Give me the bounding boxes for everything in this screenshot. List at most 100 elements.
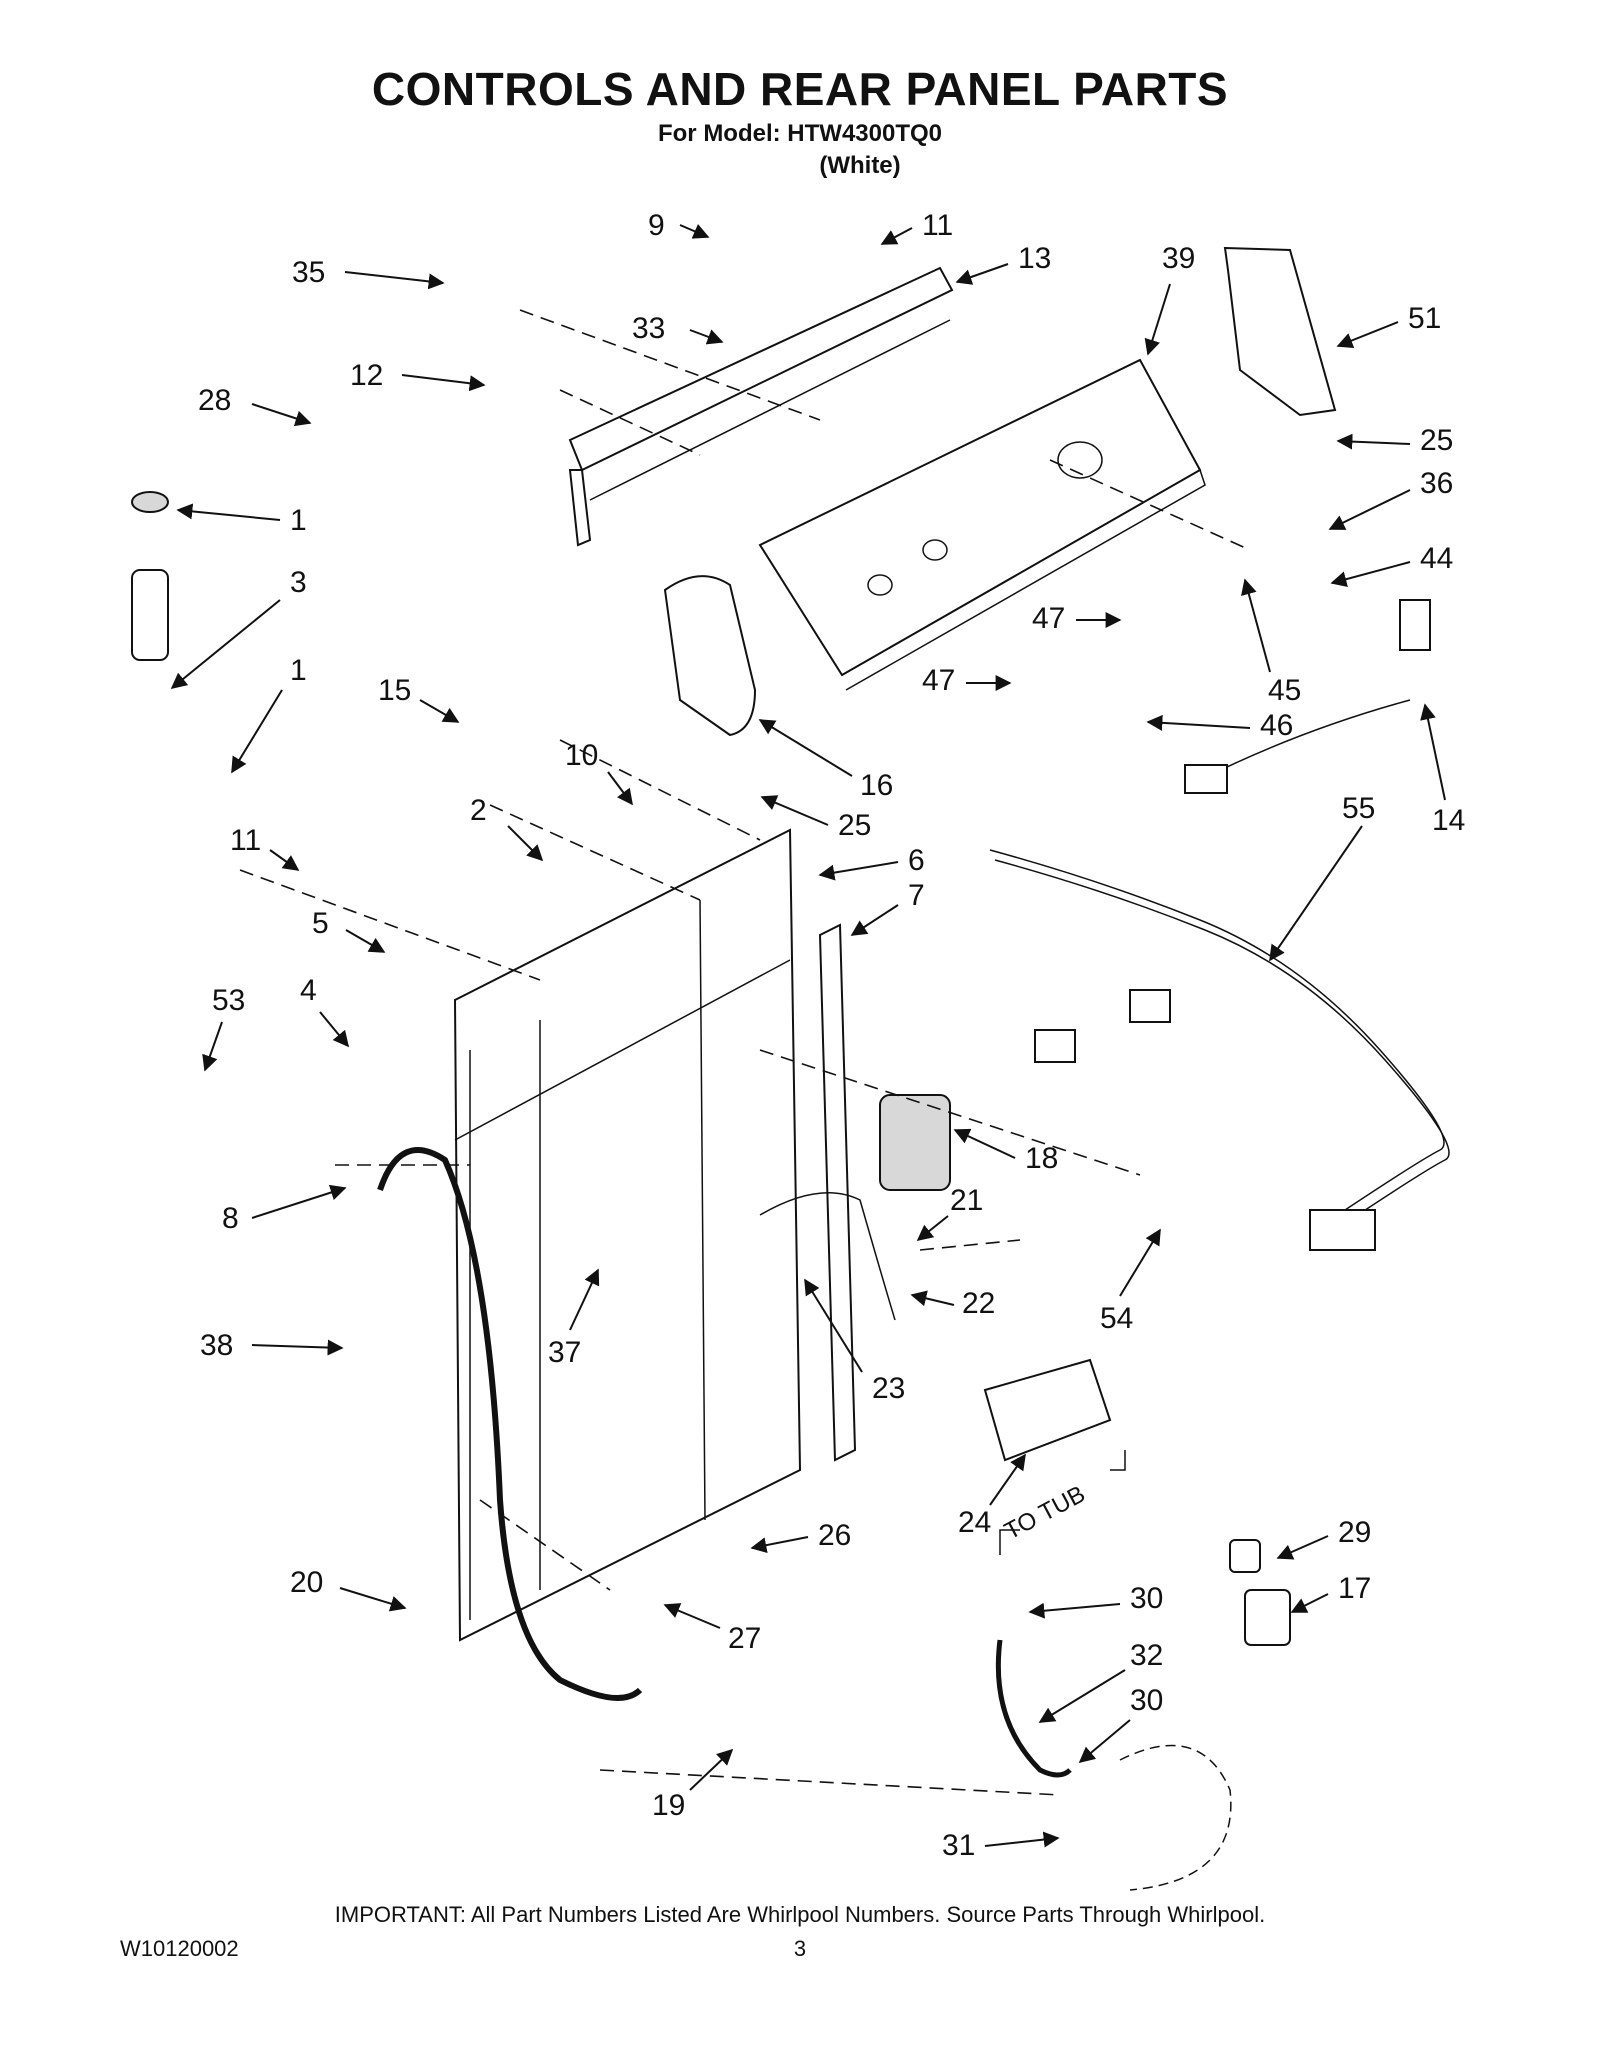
svg-text:9: 9	[648, 209, 665, 242]
water-valve-18	[759, 1094, 951, 1321]
svg-text:10: 10	[565, 739, 598, 772]
svg-text:TO TUB: TO TUB	[1000, 1481, 1090, 1546]
svg-text:45: 45	[1268, 674, 1301, 707]
color-line: (White)	[819, 152, 901, 179]
callout-55: 55	[1269, 792, 1375, 962]
air-dome-24	[983, 1358, 1112, 1462]
svg-text:51: 51	[1408, 302, 1441, 335]
svg-text:47: 47	[922, 664, 955, 697]
end-cap-51	[1223, 246, 1337, 417]
callout-53: 53	[202, 984, 245, 1072]
callout-27: 27	[663, 1603, 761, 1655]
callout-8: 8	[222, 1184, 347, 1235]
callout-28: 28	[198, 384, 312, 427]
callout-30a: 30	[1028, 1582, 1163, 1619]
svg-text:18: 18	[1025, 1142, 1058, 1175]
callout-20: 20	[290, 1566, 407, 1612]
callout-4: 4	[300, 974, 350, 1048]
console-end-cap-16	[663, 575, 757, 737]
page-title: CONTROLS AND REAR PANEL PARTS	[371, 63, 1229, 115]
svg-text:15: 15	[378, 674, 411, 707]
callout-1a: 1	[176, 503, 307, 537]
svg-text:53: 53	[212, 984, 245, 1017]
callout-14: 14	[1420, 703, 1465, 837]
callout-19: 19	[652, 1748, 734, 1822]
svg-text:11: 11	[922, 209, 953, 242]
control-bracket-13	[568, 266, 954, 547]
callout-46: 46	[1146, 709, 1293, 742]
svg-text:35: 35	[292, 256, 325, 289]
svg-text:19: 19	[652, 1789, 685, 1822]
svg-text:31: 31	[942, 1829, 975, 1862]
rear-panel-6	[453, 828, 802, 1642]
drain-hose-8	[377, 1147, 643, 1701]
svg-text:4: 4	[300, 974, 317, 1007]
svg-text:54: 54	[1100, 1302, 1133, 1335]
callout-30b: 30	[1078, 1684, 1163, 1764]
svg-text:32: 32	[1130, 1639, 1163, 1672]
document-number: W10120002	[120, 1936, 239, 1961]
callout-25b: 25	[760, 795, 871, 842]
callout-11b: 11	[230, 824, 300, 871]
callout-35: 35	[292, 256, 445, 290]
svg-text:30: 30	[1130, 1684, 1163, 1717]
callout-37: 37	[548, 1268, 600, 1369]
callout-7: 7	[850, 879, 925, 936]
callout-51: 51	[1336, 302, 1441, 349]
callout-21: 21	[916, 1184, 983, 1241]
callout-16: 16	[758, 719, 893, 802]
callout-38: 38	[200, 1329, 344, 1362]
svg-text:28: 28	[198, 384, 231, 417]
callout-17: 17	[1290, 1572, 1371, 1613]
svg-text:6: 6	[908, 844, 925, 877]
svg-text:26: 26	[818, 1519, 851, 1552]
callout-44: 44	[1330, 542, 1453, 587]
pressure-switch-17	[1229, 1539, 1291, 1646]
callout-12: 12	[350, 359, 486, 392]
callout-29: 29	[1276, 1516, 1371, 1560]
callout-3: 3	[170, 566, 307, 690]
important-note: IMPORTANT: All Part Numbers Listed Are W…	[334, 1902, 1266, 1927]
callout-2: 2	[470, 794, 544, 862]
svg-text:11: 11	[230, 824, 261, 857]
svg-text:38: 38	[200, 1329, 233, 1362]
svg-text:24: 24	[958, 1506, 991, 1539]
svg-text:5: 5	[312, 907, 329, 940]
svg-text:46: 46	[1260, 709, 1293, 742]
svg-text:30: 30	[1130, 1582, 1163, 1615]
svg-text:7: 7	[908, 879, 925, 912]
svg-text:22: 22	[962, 1287, 995, 1320]
callout-54: 54	[1100, 1228, 1161, 1335]
callout-36: 36	[1328, 467, 1453, 530]
svg-text:1: 1	[290, 504, 307, 537]
console-panel-39	[758, 358, 1206, 691]
callout-47b: 47	[922, 664, 1012, 697]
svg-text:20: 20	[290, 1566, 323, 1599]
svg-text:39: 39	[1162, 242, 1195, 275]
svg-text:33: 33	[632, 312, 665, 345]
svg-text:12: 12	[350, 359, 383, 392]
to-tub-label: TO TUB	[999, 1450, 1126, 1555]
svg-text:36: 36	[1420, 467, 1453, 500]
svg-text:21: 21	[950, 1184, 983, 1217]
callout-18: 18	[953, 1128, 1058, 1175]
svg-text:55: 55	[1342, 792, 1375, 825]
svg-text:25: 25	[1420, 424, 1453, 457]
callout-9: 9	[648, 209, 710, 242]
callout-47a: 47	[1032, 602, 1122, 635]
svg-text:25: 25	[838, 809, 871, 842]
callout-31: 31	[942, 1829, 1060, 1862]
svg-text:3: 3	[290, 566, 307, 599]
svg-text:8: 8	[222, 1202, 239, 1235]
callout-25a: 25	[1336, 424, 1453, 457]
callout-5: 5	[312, 907, 386, 953]
callout-1b: 1	[231, 654, 307, 774]
svg-text:23: 23	[872, 1372, 905, 1405]
callout-10: 10	[565, 739, 633, 806]
callout-22: 22	[910, 1287, 995, 1320]
model-line: For Model: HTW4300TQ0	[657, 120, 943, 147]
svg-text:17: 17	[1338, 1572, 1371, 1605]
callout-33: 33	[632, 312, 724, 345]
callout-23: 23	[804, 1278, 905, 1405]
